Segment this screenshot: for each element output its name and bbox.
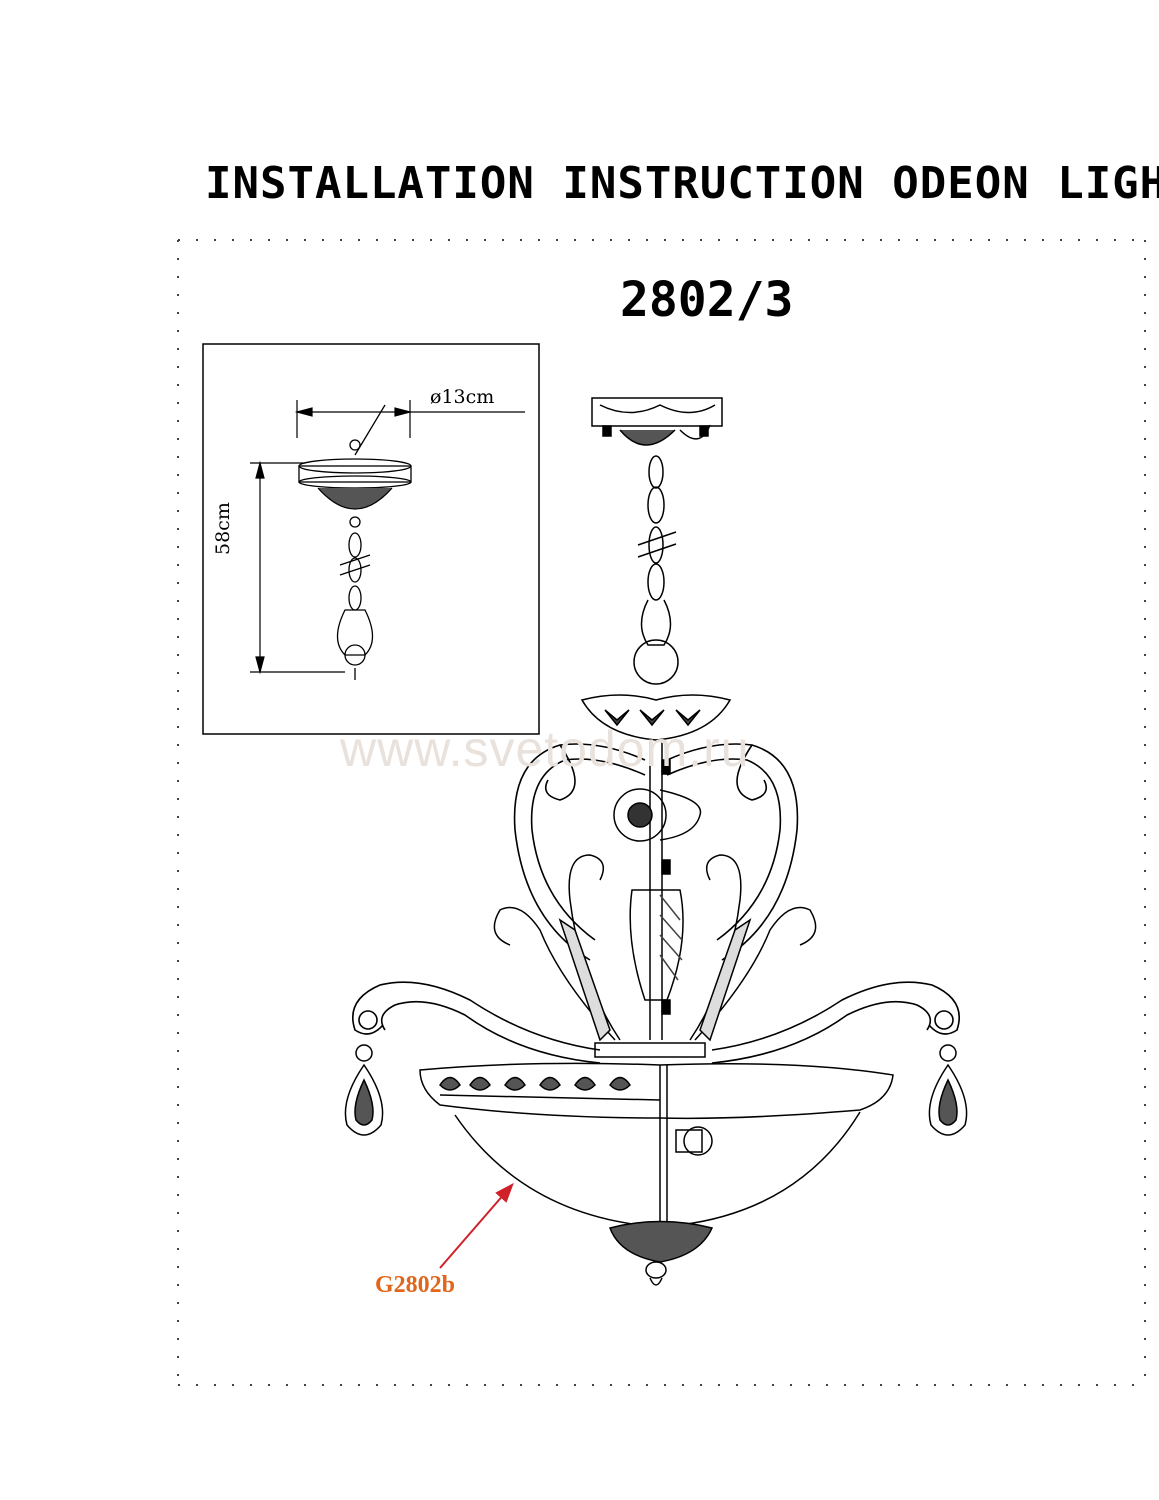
main-chain [633, 455, 679, 685]
bottom-finial [609, 1220, 714, 1286]
glass-part-label: G2802b [375, 1272, 456, 1298]
height-dimension [250, 460, 345, 675]
inset-box [202, 343, 540, 735]
inset-canopy [298, 404, 412, 680]
diameter-dimension [294, 400, 525, 438]
height-label: 58cm [212, 502, 234, 555]
ceiling-plate [591, 397, 723, 446]
glass-arrow [439, 1182, 514, 1269]
dotted-frame [177, 239, 1146, 1386]
side-arms [352, 981, 960, 1064]
crystal-drops [344, 1044, 968, 1136]
model-number: 2802/3 [620, 272, 794, 328]
glass-bowl [454, 1111, 861, 1226]
page-title: INSTALLATION INSTRUCTION ODEON LIGHT [205, 158, 1159, 209]
diameter-label: ø13cm [430, 386, 495, 408]
bowl-rim [419, 1062, 894, 1230]
watermark: www.svetodom.ru [340, 721, 750, 777]
stem [594, 740, 706, 1058]
inner-arms [493, 854, 817, 1042]
upper-arms [513, 743, 799, 961]
top-cup [580, 694, 732, 741]
